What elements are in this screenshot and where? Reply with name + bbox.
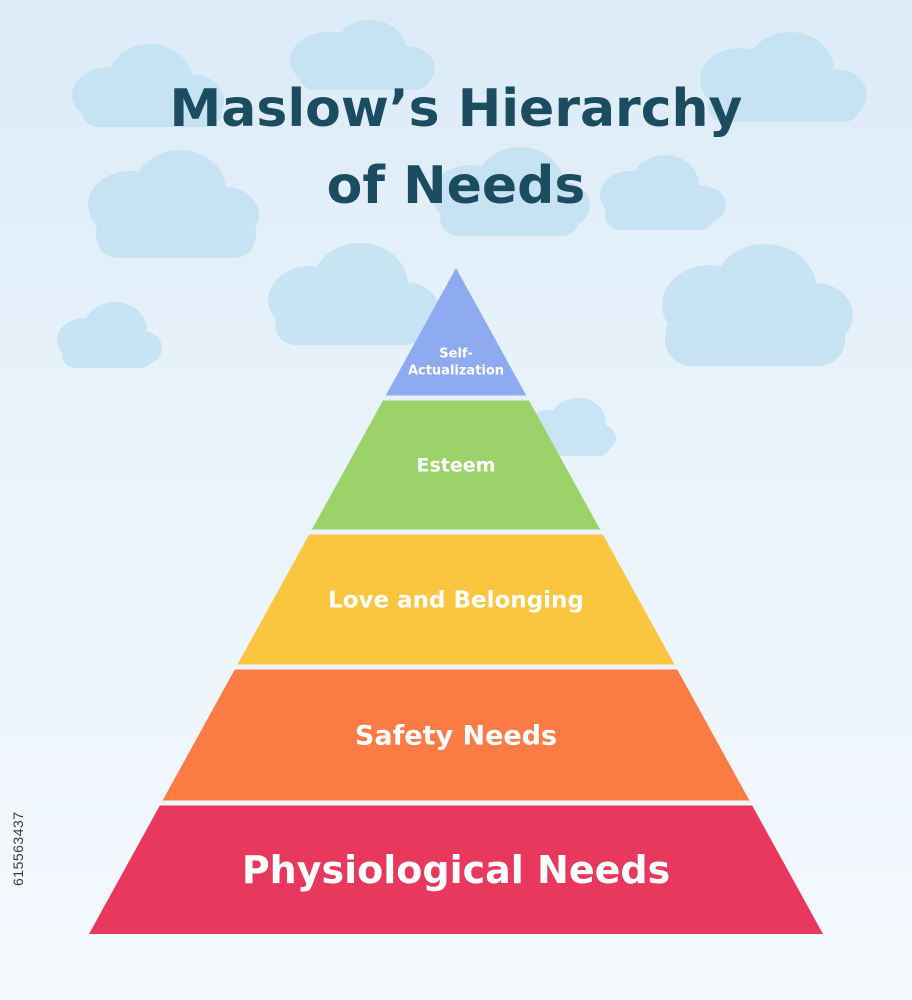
- tier-self-actualization-label: Self-: [439, 347, 472, 362]
- tier-safety-shape: [162, 669, 750, 801]
- tier-self-actualization-label: Actualization: [408, 363, 504, 378]
- tier-self-actualization: Self-Actualization: [385, 268, 527, 396]
- cloud-decoration: [72, 44, 224, 127]
- tier-self-actualization-shape: [385, 268, 527, 396]
- cloud-decoration: [268, 243, 439, 345]
- stock-id-text: 615563437: [10, 811, 26, 886]
- cloud-decoration: [432, 147, 590, 236]
- tier-esteem-shape: [311, 400, 601, 530]
- tier-physiological: Physiological Needs: [89, 805, 823, 934]
- cloud-decoration: [700, 32, 867, 122]
- cloud-decoration: [662, 244, 853, 366]
- tier-safety: Safety Needs: [162, 669, 750, 801]
- diagram-title-line-1: Maslow’s Hierarchy: [170, 79, 743, 139]
- background-clouds: [57, 20, 867, 456]
- tier-love-belonging-shape: [237, 534, 675, 665]
- diagram-title-line-2: of Needs: [327, 156, 586, 216]
- cloud-decoration: [88, 150, 259, 258]
- cloud-decoration: [57, 302, 162, 368]
- tier-love-belonging: Love and Belonging: [237, 534, 675, 665]
- tier-esteem-label: Esteem: [417, 455, 496, 477]
- tier-physiological-shape: [89, 805, 823, 934]
- tier-esteem: Esteem: [311, 400, 601, 530]
- tier-love-belonging-label: Love and Belonging: [328, 588, 584, 614]
- cloud-decoration: [600, 155, 726, 230]
- tier-physiological-label: Physiological Needs: [242, 848, 670, 892]
- cloud-decoration: [290, 20, 435, 90]
- tier-safety-label: Safety Needs: [355, 720, 557, 751]
